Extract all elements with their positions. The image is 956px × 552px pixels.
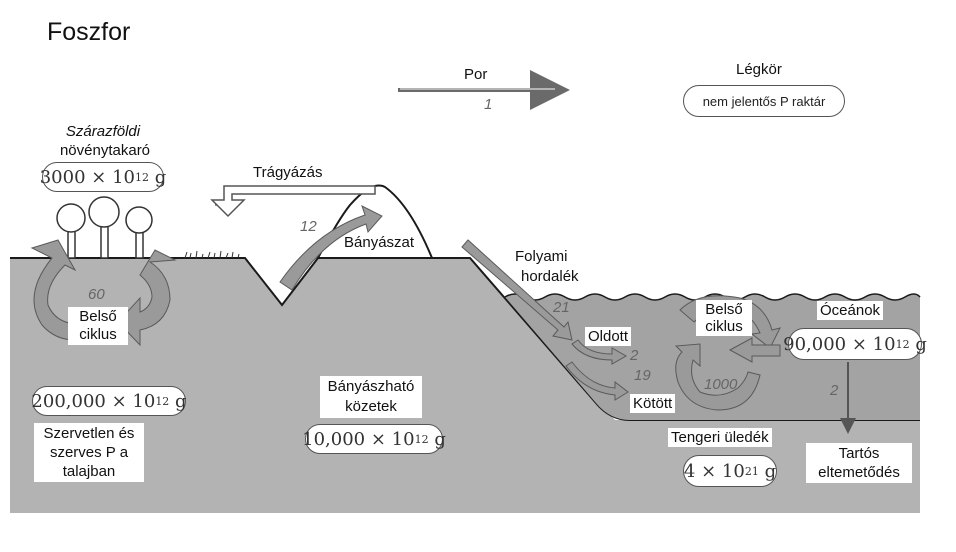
land-cycle-label-2: ciklus (79, 326, 117, 343)
oceans-label: Óceánok (817, 301, 884, 320)
soil-label-3: talajban (62, 463, 116, 480)
sea-surface-wave (504, 293, 921, 301)
marine-sediment-pool-mult: × 10 (701, 460, 745, 482)
oceans-pool-coeff: 90,000 (783, 333, 847, 355)
atmosphere-store-text: nem jelentős P raktár (702, 93, 826, 109)
bound-label: Kötött (630, 394, 676, 413)
dissolved-arrow (571, 339, 628, 365)
minable-rocks-pool-mult: × 10 (370, 428, 415, 450)
fertilization-label: Trágyázás (253, 164, 323, 181)
soil-pool-coeff: 200,000 (31, 390, 106, 412)
burial-label-1: Tartós (838, 445, 880, 462)
marine-sediment-pool-unit: g (764, 460, 777, 482)
dissolved-flux: 2 (630, 347, 639, 364)
soil-pool-exp: 12 (155, 394, 170, 408)
river-sediment-arrow (461, 239, 573, 341)
ocean-cycle-label: Belső ciklus (696, 300, 752, 336)
ocean-cycle-arrow-middle (728, 337, 781, 363)
ocean-cycle-label-1: Belső (705, 301, 743, 318)
burial-label: Tartós eltemetődés (806, 443, 912, 483)
river-sediment-flux: 21 (553, 299, 570, 316)
mining-arrow (279, 205, 383, 291)
land-and-sea-floor (10, 258, 920, 513)
soil-label: Szervetlen és szerves P a talajban (34, 423, 144, 482)
vegetation-label-2: növénytakaró (59, 142, 151, 159)
mining-label: Bányászat (344, 234, 415, 251)
land-cycle-label-1: Belső (79, 308, 117, 325)
grass (184, 250, 240, 259)
dust-label: Por (464, 66, 488, 83)
minable-rocks-pool-coeff: 10,000 (302, 428, 366, 450)
bound-flux: 19 (634, 367, 651, 384)
minable-rocks-label-2: közetek (345, 398, 397, 415)
vegetation-label-1: Szárazföldi (65, 123, 141, 140)
fertilization-arrow-body (210, 185, 376, 218)
oceans-pool-unit: g (915, 333, 927, 355)
soil-pool-unit: g (175, 390, 187, 412)
vegetation-pool-mult: × 10 (91, 166, 135, 188)
ocean-cycle-arrow-lower (674, 343, 761, 411)
vegetation-pool-unit: g (154, 166, 167, 188)
ocean-cycle-flux: 1000 (704, 376, 738, 393)
land-cycle-label: Belső ciklus (68, 307, 128, 345)
oceans-pool-mult: × 10 (851, 333, 896, 355)
minable-rocks-label: Bányászható közetek (320, 376, 422, 418)
mining-flux: 12 (300, 218, 317, 235)
atmosphere-store-pill: nem jelentős P raktár (683, 85, 845, 117)
river-sediment-label-1: Folyami (515, 248, 568, 265)
soil-label-2: szerves P a (49, 444, 129, 461)
bound-arrow (565, 361, 629, 401)
tree-icons (56, 196, 153, 259)
dissolved-label: Oldott (585, 327, 632, 346)
minable-rocks-pool-unit: g (434, 428, 446, 450)
page-title: Foszfor (47, 18, 131, 46)
soil-pool-mult: × 10 (111, 390, 156, 412)
river-sediment-label-2: hordalék (521, 268, 579, 285)
land-cycle-arrow-right (117, 249, 177, 347)
oceans-pool-exp: 12 (895, 337, 910, 351)
marine-sediment-pool-exp: 21 (744, 464, 759, 478)
soil-label-1: Szervetlen és (43, 425, 135, 442)
vegetation-pool-coeff: 3000 (39, 166, 86, 188)
land-cycle-flux: 60 (88, 286, 105, 303)
marine-sediment-pool-coeff: 4 (683, 460, 696, 482)
vegetation-pool-exp: 12 (135, 170, 149, 184)
minable-rocks-pool-exp: 12 (414, 432, 429, 446)
minable-rocks-label-1: Bányászható (327, 378, 415, 395)
atmosphere-label: Légkör (736, 61, 782, 78)
ocean-cycle-label-2: ciklus (705, 318, 743, 335)
burial-flux: 2 (830, 382, 839, 399)
dust-flux: 1 (484, 96, 493, 113)
burial-label-2: eltemetődés (818, 464, 900, 481)
marine-sediment-label: Tengeri üledék (668, 428, 772, 447)
